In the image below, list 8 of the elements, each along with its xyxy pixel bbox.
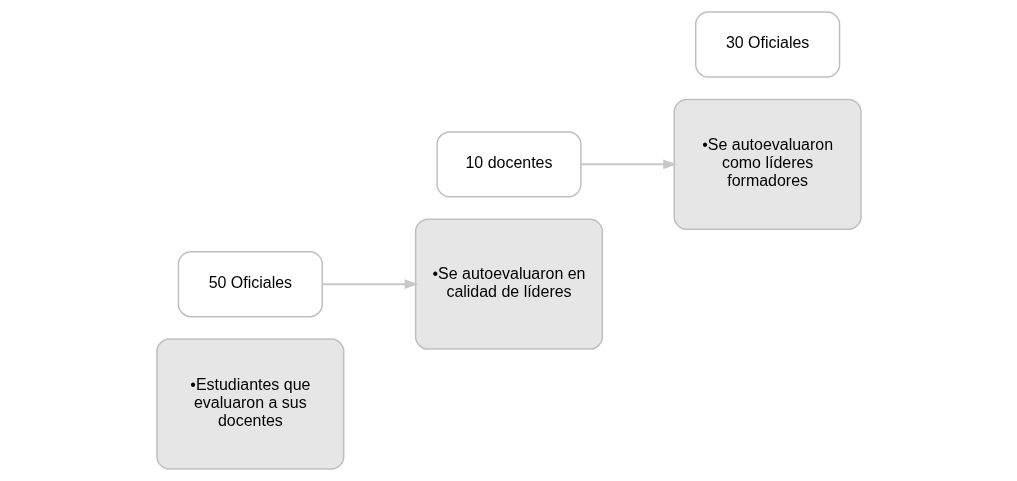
- node-box: 10 docentes: [435, 131, 582, 198]
- node-box: •Estudiantes que evaluaron a sus docentes: [155, 338, 344, 470]
- node-box: •Se autoevaluaron como líderes formadores: [673, 98, 862, 230]
- arrow: [321, 279, 419, 290]
- node-box: 50 Oficiales: [177, 251, 323, 318]
- node-box: •Se autoevaluaron en calidad de líderes: [414, 218, 603, 350]
- arrow: [579, 159, 677, 170]
- node-box: 30 Oficiales: [694, 11, 840, 78]
